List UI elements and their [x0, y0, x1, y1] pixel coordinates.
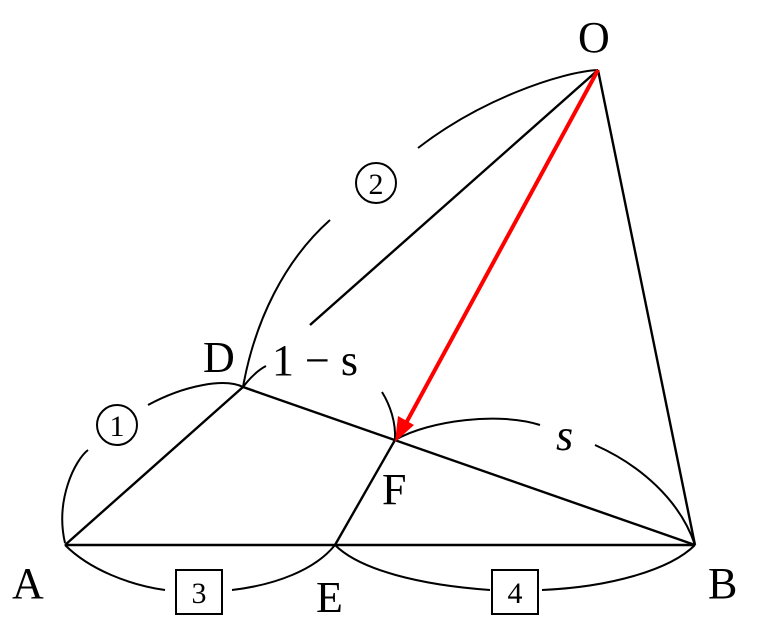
box-ratio-EB [491, 569, 539, 615]
ratio-DF: 1 − s [272, 336, 358, 385]
label-A: A [12, 559, 44, 608]
arc-EB-right [541, 544, 696, 591]
segment-EF [333, 439, 397, 546]
segment-DB [242, 385, 696, 547]
label-B: B [708, 559, 737, 608]
ratio-AD: 1 [110, 410, 125, 443]
label-F: F [382, 465, 406, 514]
segment-OD [309, 69, 599, 326]
arc-DO-upper [417, 69, 599, 149]
box-ratio-AE [175, 569, 223, 615]
segment-OB [596, 69, 697, 546]
arc-EB-left [334, 544, 491, 591]
ratio-EB: 4 [508, 577, 523, 610]
arc-DF-right [381, 391, 397, 441]
ratio-DO: 2 [369, 168, 384, 201]
arc-FB-right [594, 444, 696, 546]
label-D: D [203, 333, 235, 382]
arc-AE-left [64, 544, 166, 591]
circle-ratio-AD [96, 404, 138, 446]
label-E: E [316, 573, 343, 622]
arc-AD-upper [147, 382, 244, 406]
label-O: O [578, 13, 610, 62]
ratio-FB: s [556, 411, 573, 460]
arc-AD-lower [61, 449, 89, 544]
arc-DF-left [242, 365, 267, 388]
vector-arrowhead-icon [395, 416, 414, 442]
ratio-AE: 3 [192, 577, 207, 610]
vector-OF [403, 69, 600, 426]
segment-AD [64, 386, 244, 546]
circle-ratio-DO [355, 162, 397, 204]
arc-DO-lower [242, 219, 331, 388]
arc-FB-left [394, 417, 541, 441]
arc-AE-right [231, 544, 336, 591]
